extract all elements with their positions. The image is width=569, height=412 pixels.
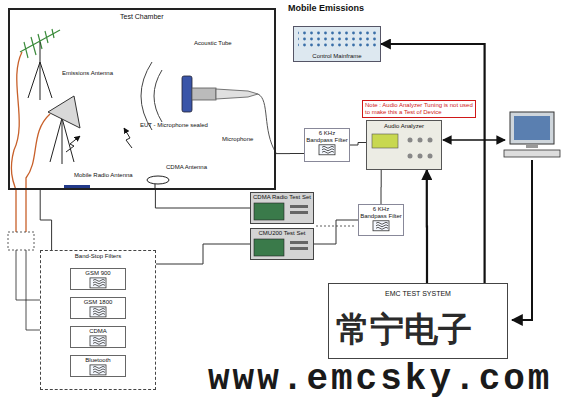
part-label: Microphone [222, 136, 253, 143]
band-stop-filter: GSM 900 [70, 268, 126, 290]
testset-screen [254, 203, 284, 220]
knobs [408, 138, 433, 159]
part-label: EUT - Microphone sealed [140, 122, 208, 129]
acoustic-tube [192, 88, 216, 100]
data-link [443, 139, 505, 141]
node-text: CMU200 Test Set [252, 230, 312, 237]
node-text: Bluetooth [72, 357, 124, 364]
bandpass-filter: 6 KHz Bandpass Filter [304, 128, 350, 162]
band-stop-filter: CDMA [70, 326, 126, 348]
note: Note : Audio Analyzer Tuning is not used… [362, 100, 476, 118]
audio-analyzer: Audio Analyzer [366, 120, 442, 170]
watermark: 常宁电子 [336, 312, 472, 346]
connector [40, 190, 51, 250]
computer [504, 112, 560, 157]
bandpass-filter: 6 KHz Bandpass Filter [358, 204, 404, 236]
node-text: CDMA Radio Test Set [252, 194, 312, 201]
node-text: 6 KHz Bandpass Filter [306, 130, 348, 144]
node-text: GSM 1800 [72, 299, 124, 306]
data-link [512, 160, 532, 320]
connector [426, 170, 428, 283]
node-text: 6 KHz Bandpass Filter [360, 206, 402, 220]
horn-antenna [48, 96, 80, 128]
cdma-test-set: CDMA Radio Test Set [250, 192, 314, 224]
connector [381, 44, 485, 283]
cmu200-test-set: CMU200 Test Set [250, 228, 314, 260]
node-text: Audio Analyzer [368, 123, 440, 130]
testset-screen [254, 239, 284, 256]
mic-cable [258, 94, 276, 153]
acoustic-waves [141, 62, 162, 130]
part-label: Mobile Radio Antenna [74, 172, 133, 179]
watermark: www.emcsky.com [208, 362, 552, 398]
cdma-antenna [147, 176, 169, 184]
band-stop-group: Band-Stop FiltersGSM 900GSM 1800CDMA Blue… [40, 250, 156, 390]
rf-cable [11, 52, 50, 232]
part-label: Emissions Antenna [62, 70, 113, 77]
connector [314, 220, 358, 244]
connector [276, 153, 304, 154]
node-text: EMC TEST SYSTEM [331, 290, 505, 298]
microphone [216, 89, 258, 99]
connector [350, 143, 366, 146]
node-text: GSM 900 [72, 270, 124, 277]
eut-phone [182, 76, 192, 112]
test-chamber: Test Chamber [8, 8, 276, 190]
analyzer-screen [372, 134, 398, 148]
button-rows [298, 30, 376, 48]
band-stop-filter: Bluetooth [70, 355, 126, 377]
node-text: Control Mainframe [295, 53, 379, 60]
rf-switch [8, 232, 34, 250]
radio-link [66, 136, 80, 152]
radio-link [124, 128, 132, 148]
control-mainframe: Control Mainframe [293, 26, 381, 62]
band-stop-filter: GSM 1800 [70, 297, 126, 319]
part-label: Acoustic Tube [194, 40, 232, 47]
connector [155, 190, 250, 208]
connector [156, 244, 250, 264]
node-text: Band-Stop Filters [43, 253, 153, 260]
connector [381, 170, 382, 204]
title: Mobile Emissions [288, 3, 364, 13]
node-text: CDMA [72, 328, 124, 335]
node-text: Test Chamber [120, 13, 274, 21]
part-label: CDMA Antenna [166, 164, 207, 171]
